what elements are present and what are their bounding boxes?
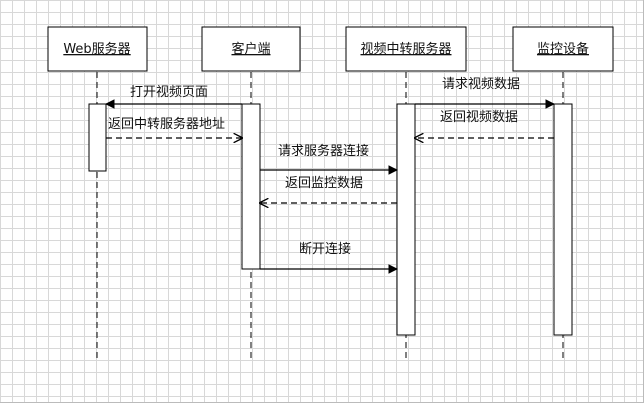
participant-client[interactable]: 客户端 [201, 26, 301, 72]
message-disconnect-label: 断开连接 [299, 241, 351, 257]
message-open-video-page: 打开视频页面 [105, 85, 242, 109]
message-return-monitoring-data-label: 返回监控数据 [285, 176, 363, 191]
message-return-monitoring-data: 返回监控数据 [260, 176, 397, 203]
activation-client [241, 103, 261, 270]
message-return-video-data: 返回视频数据 [415, 110, 554, 138]
participant-monitor[interactable]: 监控设备 [512, 26, 614, 72]
message-return-relay-address: 返回中转服务器地址 [106, 116, 242, 138]
participant-monitor-label: 监控设备 [537, 41, 589, 57]
participant-web-label: Web服务器 [63, 41, 130, 57]
message-request-server-connection: 请求服务器连接 [260, 143, 398, 175]
participant-relay[interactable]: 视频中转服务器 [345, 26, 467, 72]
message-return-relay-address-label: 返回中转服务器地址 [108, 116, 225, 132]
message-disconnect: 断开连接 [260, 241, 398, 274]
message-return-video-data-label: 返回视频数据 [440, 110, 518, 125]
activation-monitor [553, 103, 573, 336]
message-request-video-data: 请求视频数据 [415, 77, 555, 109]
participant-relay-label: 视频中转服务器 [360, 41, 451, 57]
activation-relay [396, 103, 416, 336]
participant-web[interactable]: Web服务器 [47, 26, 148, 72]
message-request-server-connection-label: 请求服务器连接 [278, 143, 369, 159]
activation-web [88, 103, 107, 172]
message-open-video-page-label: 打开视频页面 [130, 85, 208, 100]
message-request-video-data-label: 请求视频数据 [442, 77, 520, 92]
participant-client-label: 客户端 [231, 41, 270, 57]
